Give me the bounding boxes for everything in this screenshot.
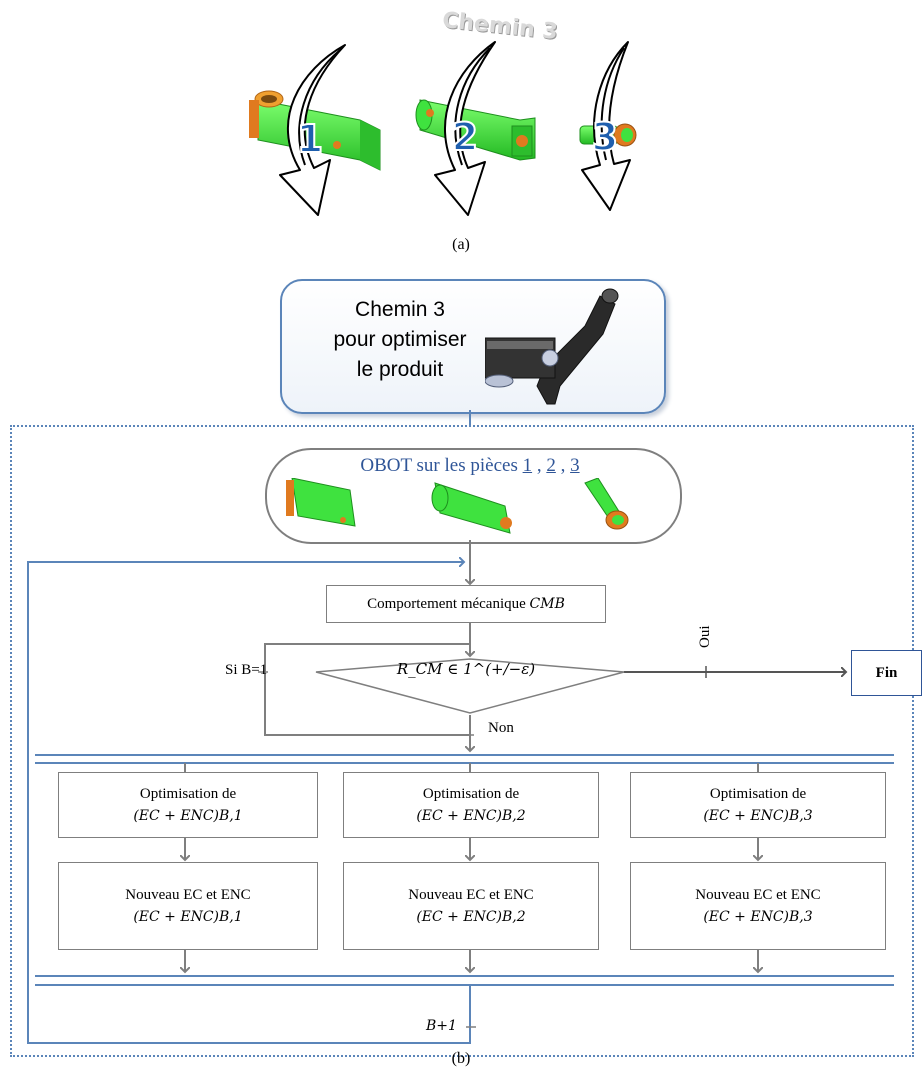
process-frame	[10, 425, 914, 1057]
yes-label: Oui	[697, 625, 713, 649]
caption-a: (a)	[452, 236, 470, 253]
behavior-box: Comportement mécanique CMB	[326, 585, 606, 623]
arrow-1-icon	[279, 44, 346, 216]
no-label: Non	[488, 720, 514, 736]
new-ec-enc-box-2: Nouveau EC et ENC (EC + ENC)B,2	[343, 862, 599, 950]
decision-diamond	[315, 658, 625, 714]
start-box-text: Chemin 3 pour optimiser le produit	[333, 298, 467, 381]
new-ec-enc-box-1: Nouveau EC et ENC (EC + ENC)B,1	[58, 862, 318, 950]
assembly-illustration	[485, 288, 619, 405]
new-ec-enc-box-3: Nouveau EC et ENC (EC + ENC)B,3	[630, 862, 886, 950]
arrow-2-icon	[434, 41, 496, 216]
end-box: Fin	[851, 650, 922, 696]
arrow-3-icon	[581, 41, 631, 211]
part-1-number: 1	[297, 117, 323, 161]
loop-label: Si B=1	[225, 662, 268, 678]
decision-condition: R_CM ∈ 1^(+/−ε)	[396, 660, 536, 678]
part-3-number: 3	[592, 115, 618, 159]
optimisation-box-2: Optimisation de (EC + ENC)B,2	[343, 772, 599, 838]
obot-label: OBOT sur les pièces 1 , 2 , 3	[360, 455, 580, 476]
obot-parts-illustration	[286, 478, 629, 534]
parts-illustration: 1 2 3	[249, 41, 637, 216]
caption-b: (b)	[451, 1050, 471, 1067]
optimisation-box-1: Optimisation de (EC + ENC)B,1	[58, 772, 318, 838]
optimisation-box-3: Optimisation de (EC + ENC)B,3	[630, 772, 886, 838]
iteration-label: B+1	[426, 1018, 457, 1034]
part-2-number: 2	[452, 115, 478, 159]
